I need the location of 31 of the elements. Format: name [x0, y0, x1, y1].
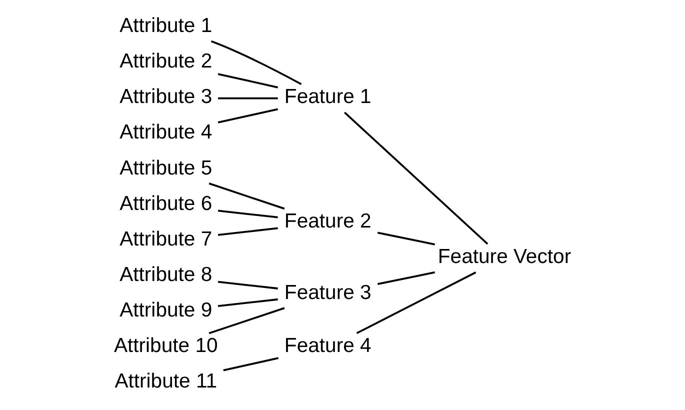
connector: [218, 73, 278, 88]
connector: [356, 272, 476, 334]
node-text: Attribute 4: [120, 122, 212, 144]
node-text: Attribute 6: [120, 192, 212, 215]
node-text: Feature 3: [284, 282, 372, 304]
node-text: Feature Vector: [438, 246, 572, 268]
connector: [377, 232, 436, 246]
connector: [218, 210, 278, 218]
node-text: Attribute 7: [120, 228, 212, 250]
connector: [218, 298, 278, 307]
connector: [218, 280, 278, 290]
node-text: Attribute 11: [114, 370, 218, 393]
node-text: Feature 2: [284, 210, 372, 233]
connector: [218, 97, 278, 100]
connector: [218, 227, 278, 236]
node-text: Attribute 9: [120, 300, 212, 322]
node-text: Feature 1: [284, 86, 372, 108]
node-text: Feature 4: [284, 335, 372, 358]
node-text: Attribute 5: [120, 157, 212, 180]
node-text: Attribute 8: [120, 264, 212, 286]
connector: [377, 271, 436, 285]
node-text: Attribute 3: [120, 86, 212, 108]
connector: [344, 112, 488, 245]
connector: [208, 182, 285, 210]
node-text: Attribute 1: [120, 14, 212, 37]
connector: [210, 40, 302, 85]
node-text: Attribute 10: [114, 335, 218, 358]
connector: [218, 108, 278, 124]
connector: [208, 307, 285, 334]
node-text: Attribute 2: [120, 50, 212, 73]
connector: [223, 357, 279, 372]
